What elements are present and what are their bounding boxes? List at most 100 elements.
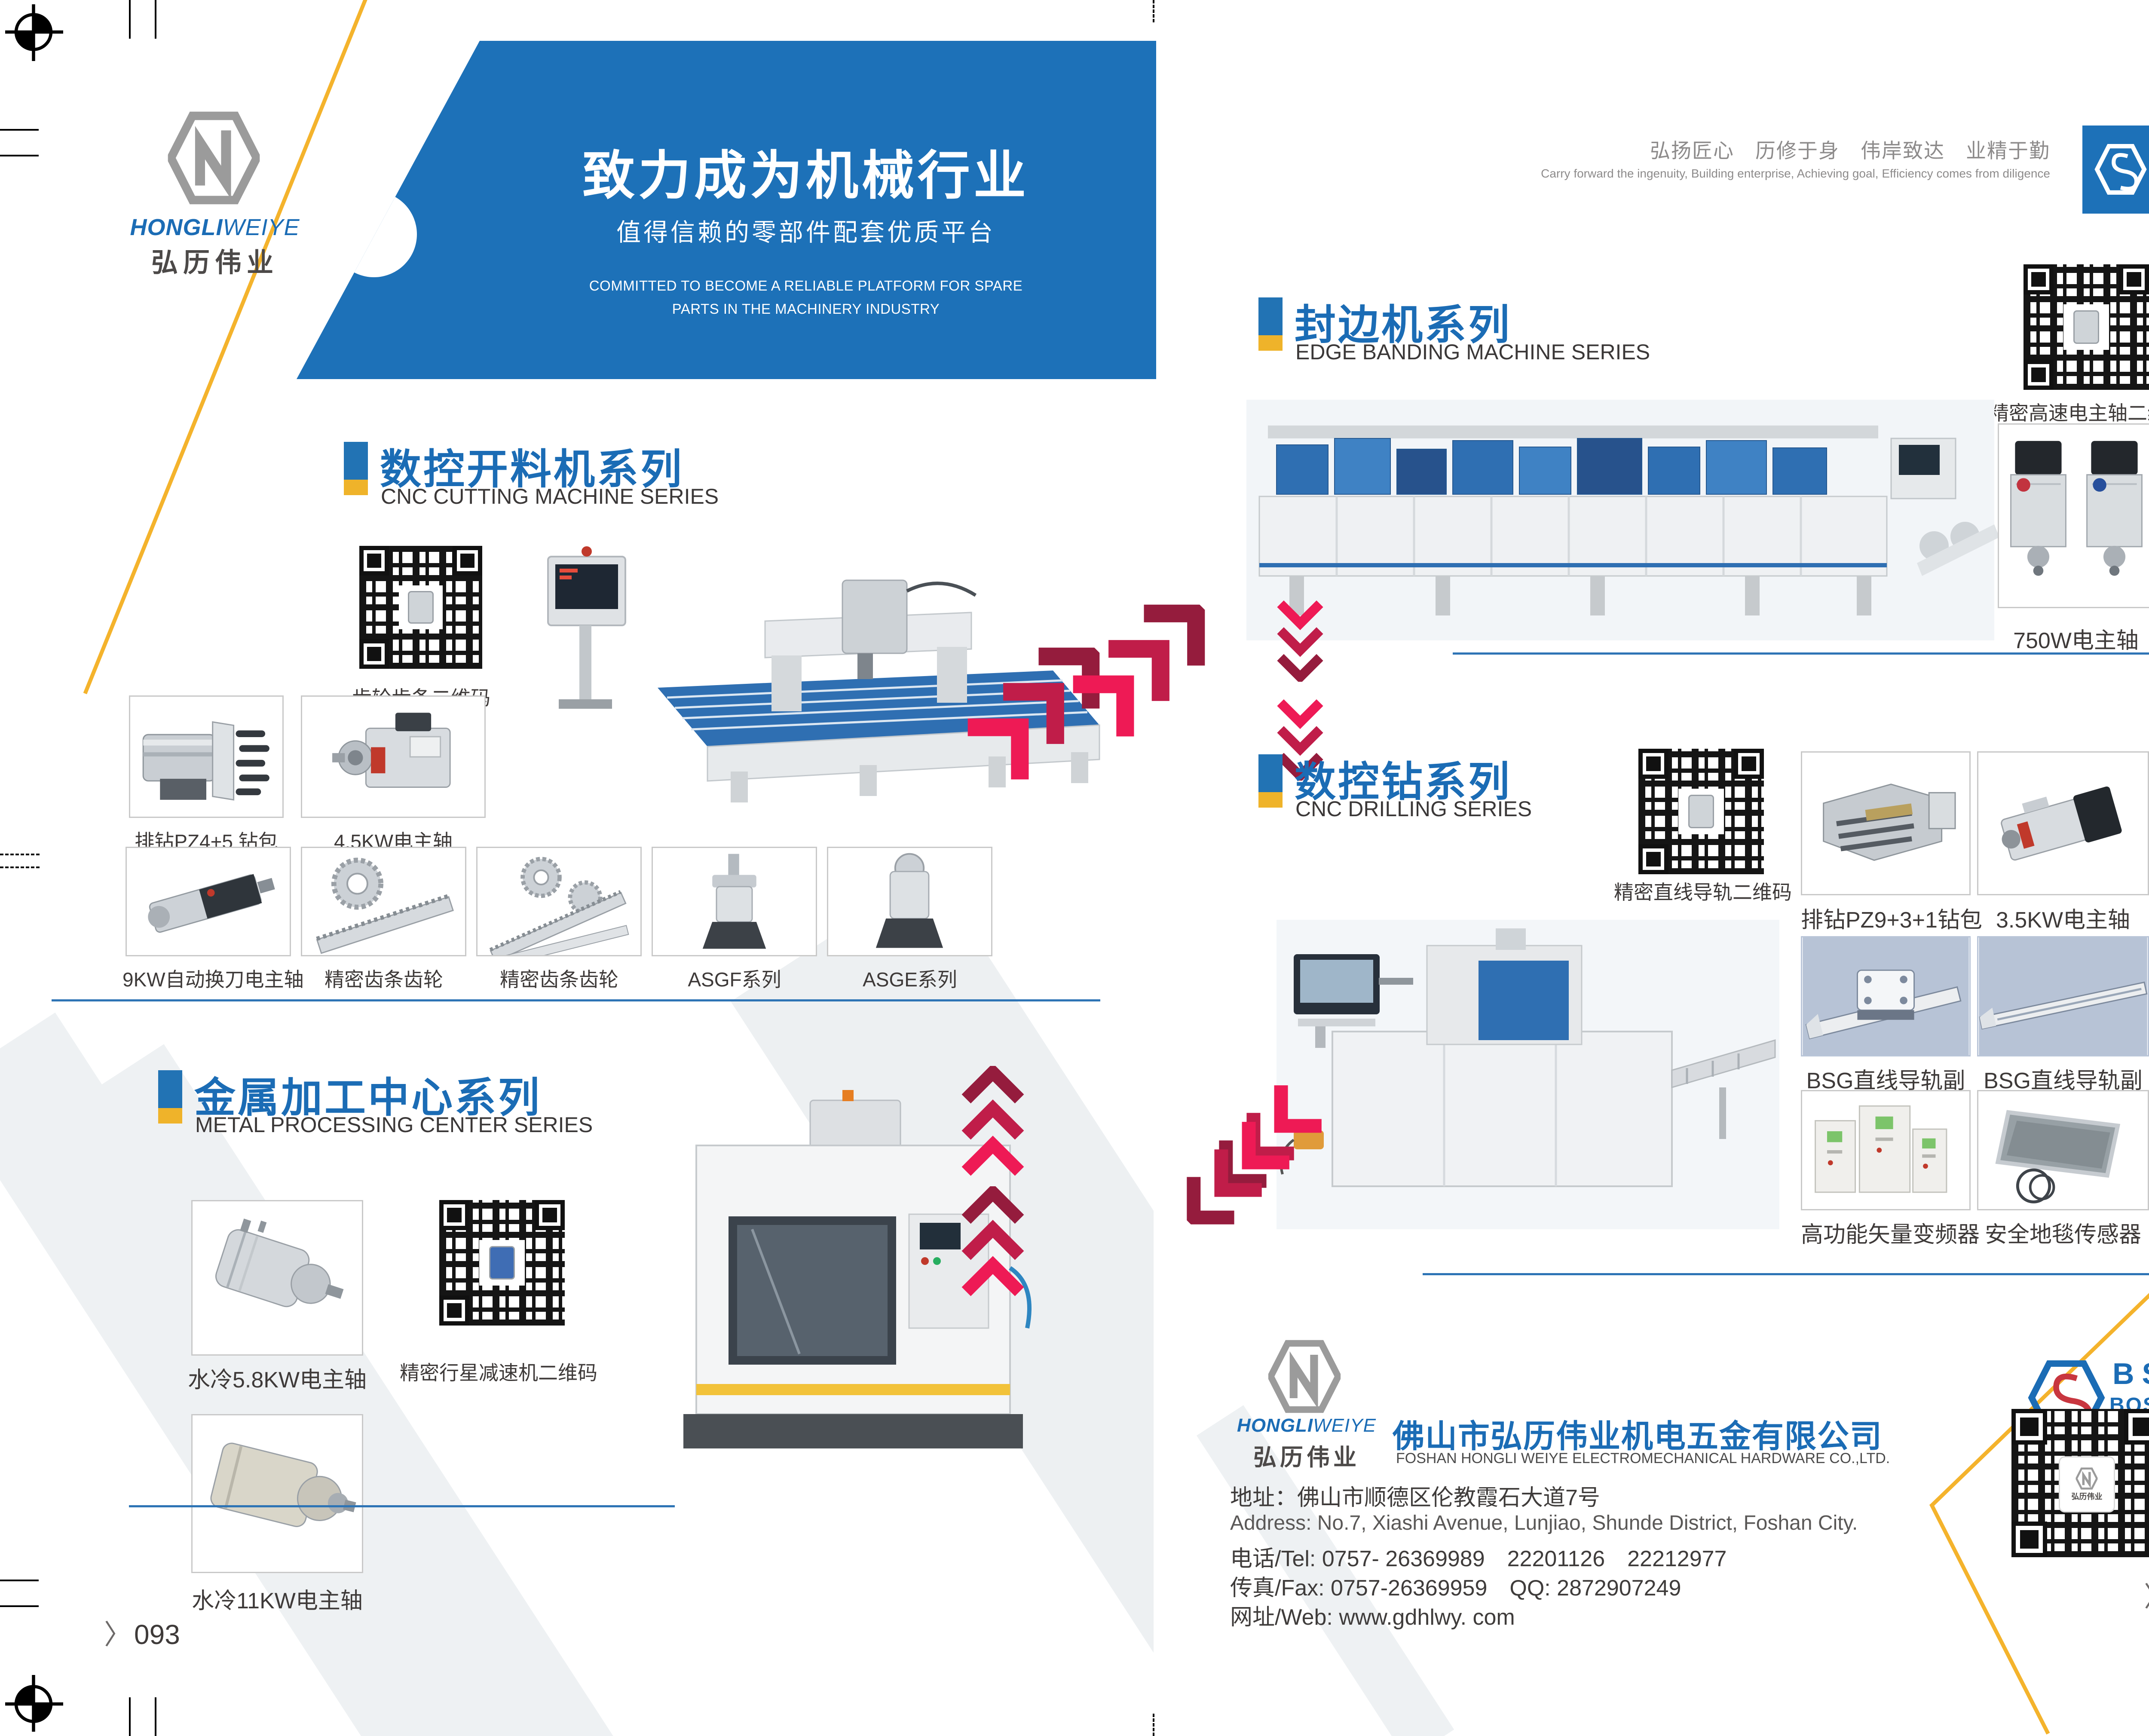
qr-center-icon (398, 585, 443, 630)
product-label: 水冷11KW电主轴 (192, 1589, 363, 1614)
section-subtitle-cutting: CNC CUTTING MACHINE SERIES (381, 484, 719, 508)
product-card (191, 1200, 363, 1356)
section-marker-yellow (1258, 792, 1283, 808)
crop-mark (129, 0, 131, 39)
company-logo-cn-small: 弘历伟业 (1253, 1445, 1360, 1470)
cnc-drilling-machine-photo (1277, 920, 1779, 1229)
company-address-en: Address: No.7, Xiashi Avenue, Lunjiao, S… (1230, 1512, 1858, 1534)
qr-finder-icon (2023, 264, 2054, 295)
qr-finder-icon (2011, 1409, 2047, 1445)
qr-finder-icon (439, 1200, 470, 1231)
logo-text-weiye: WEIYE (223, 214, 300, 240)
product-label: BSG直线导轨副 (1984, 1069, 2143, 1093)
product-card (191, 1414, 363, 1573)
section-marker-yellow (344, 480, 368, 495)
section-title-drill: 数控钻系列 (1295, 759, 1512, 805)
product-card (301, 847, 466, 956)
center-fold-mark (1153, 0, 1154, 22)
company-logo-wordmark-small: HONGLIWEIYE (1237, 1415, 1376, 1436)
slogan-en: Carry forward the ingenuity, Building en… (1541, 167, 2050, 180)
section-title-edge: 封边机系列 (1295, 302, 1512, 348)
edge-center-mark (0, 854, 40, 855)
qr-center-hexagon-icon (2076, 1467, 2098, 1491)
product-image-watercooled-11kw (210, 1442, 356, 1527)
company-logo-hexagon-small (1268, 1337, 1341, 1416)
product-label: BSG直线导轨副 (1806, 1069, 1965, 1093)
company-name-cn: 佛山市弘历伟业机电五金有限公司 (1393, 1418, 1883, 1454)
section-marker-blue (1258, 297, 1283, 335)
qr-code-high-speed-spindle (2023, 264, 2149, 390)
company-name-en: FOSHAN HONGLI WEIYE ELECTROMECHANICAL HA… (1396, 1450, 1890, 1467)
product-label: 高功能矢量变频器 (1801, 1222, 1980, 1247)
product-image-drill-pack-pz45 (142, 721, 269, 801)
qr-code-linear-rail (1638, 749, 1764, 874)
qr-center-icon (479, 1240, 525, 1286)
qr-finder-icon (1733, 749, 1764, 779)
banner-title: 致力成为机械行业 (582, 147, 1029, 205)
product-card (126, 847, 291, 956)
page-number-right: 〉094 (2144, 1575, 2149, 1614)
company-tel: 电话/Tel: 0757- 26369989 22201126 22212977 (1230, 1546, 1727, 1571)
product-image-drill-pack-pz931 (1823, 784, 1956, 861)
qr-finder-icon (1638, 749, 1669, 779)
crop-mark (0, 129, 39, 131)
product-image-watercooled-5-8kw (215, 1219, 344, 1307)
bsg-logo-box: BSG BOSHEG (2082, 126, 2149, 214)
product-card (652, 847, 817, 956)
product-image-linear-rail-carriage (1803, 937, 1969, 1055)
section-marker-blue (158, 1070, 182, 1108)
section-subtitle-drill: CNC DRILLING SERIES (1295, 797, 1532, 821)
qr-finder-icon (534, 1200, 565, 1231)
bsg-hexagon-icon (2094, 144, 2147, 195)
qr-code-planetary (439, 1200, 565, 1326)
product-label: 3.5KW电主轴 (1996, 908, 2131, 933)
section-marker-yellow (1258, 335, 1283, 351)
product-image-rack-pinion (316, 857, 454, 954)
product-label: 精密齿条齿轮 (500, 968, 618, 991)
product-card (1977, 751, 2149, 895)
chevron-arrows-icon (961, 1186, 1025, 1298)
crop-mark (0, 1605, 39, 1607)
crop-mark (129, 1697, 131, 1736)
edge-banding-machine-photo (1246, 400, 1999, 640)
section-marker-yellow (158, 1108, 182, 1124)
registration-mark (5, 1654, 83, 1732)
section-marker-blue (1258, 754, 1283, 792)
qr-label-high-speed-spindle: 精密高速电主轴二维码 (1989, 402, 2149, 424)
company-fax: 传真/Fax: 0757-26369959 QQ: 2872907249 (1230, 1576, 1681, 1601)
qr-center-logo: 弘历伟业 (2059, 1456, 2115, 1512)
qr-center-icon (1678, 789, 1724, 834)
crop-mark (0, 1580, 39, 1581)
company-logo-cn: 弘历伟业 (151, 248, 279, 278)
qr-label-linear-rail: 精密直线导轨二维码 (1614, 881, 1792, 903)
banner-english-line2: PARTS IN THE MACHINERY INDUSTRY (672, 301, 940, 317)
divider-line (1423, 1273, 2149, 1275)
qr-finder-icon (2124, 1409, 2149, 1445)
product-image-asge-reducer (876, 853, 943, 948)
product-label: 750W电主轴 (2013, 628, 2139, 653)
crop-mark (0, 155, 39, 156)
product-card (129, 695, 284, 818)
qr-code-company: 弘历伟业 (2011, 1409, 2149, 1557)
product-image-vector-inverters (1815, 1105, 1947, 1193)
product-card (301, 695, 486, 818)
product-card (1801, 1090, 1971, 1210)
product-image-750w-spindles (2010, 441, 2143, 576)
product-label: 安全地毯传感器 (1984, 1222, 2141, 1247)
product-image-rack-pinion-2 (489, 857, 629, 955)
qr-finder-icon (359, 639, 389, 669)
page-chevron-icon: 〉 (2144, 1581, 2149, 1612)
headline-banner: 致力成为机械行业 值得信赖的零部件配套优质平台 COMMITTED TO BEC… (297, 41, 1156, 379)
qr-code-gear-rack (359, 546, 482, 669)
product-label: ASGF系列 (688, 968, 781, 991)
crop-mark (155, 1697, 156, 1736)
crop-mark (155, 0, 156, 39)
page-number-left: 〉093 (104, 1619, 180, 1650)
page-chevron-icon: 〉 (104, 1619, 132, 1650)
banner-english: COMMITTED TO BECOME A RELIABLE PLATFORM … (537, 274, 1074, 321)
chevron-arrows-icon (1277, 597, 1324, 683)
product-image-safety-mat (1995, 1110, 2121, 1203)
product-image-asgf-reducer (702, 854, 766, 949)
product-label: 水冷5.8KW电主轴 (187, 1368, 367, 1393)
divider-line (52, 999, 1100, 1001)
